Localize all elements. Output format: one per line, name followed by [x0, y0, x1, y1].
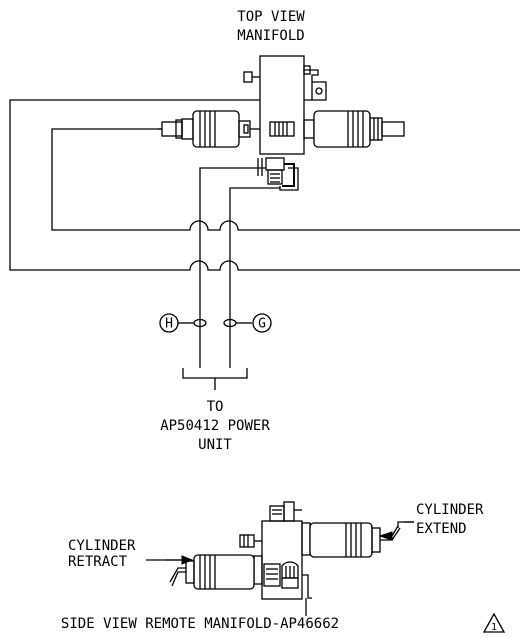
callout-h-label: H	[165, 317, 173, 332]
callout-h-bubble	[159, 313, 179, 333]
left-solenoid-valve	[158, 110, 260, 148]
side-view-extend-cylinder	[301, 521, 414, 558]
power-unit-label-line2: AP50412 POWER	[160, 418, 270, 434]
extend-leader-line	[397, 521, 414, 528]
right-solenoid-valve	[303, 110, 405, 148]
callout-g-label: G	[258, 317, 266, 332]
callout-g-bubble	[252, 313, 272, 333]
cylinder-extend-label-line2: EXTEND	[416, 521, 467, 537]
extend-leader-arrow	[378, 531, 393, 541]
cylinder-extend-label-line1: CYLINDER	[416, 502, 484, 518]
top-view-title-line2: MANIFOLD	[237, 28, 304, 44]
cylinder-retract-label-line1: CYLINDER	[68, 538, 136, 554]
revision-mark: 1	[491, 622, 497, 633]
cylinder-retract-label-line2: RETRACT	[68, 554, 128, 570]
side-view-retract-cylinder	[166, 554, 263, 590]
revision-triangle-icon: 1	[482, 612, 506, 633]
top-view-manifold	[243, 55, 327, 191]
power-unit-label-line3: UNIT	[198, 437, 232, 453]
hydraulic-lines	[9, 99, 520, 390]
top-view-title-line1: TOP VIEW	[237, 9, 305, 25]
retract-leader-arrow	[181, 555, 194, 565]
power-unit-label-line1: TO	[207, 399, 224, 415]
side-view-caption: SIDE VIEW REMOTE MANIFOLD-AP46662	[61, 616, 339, 632]
